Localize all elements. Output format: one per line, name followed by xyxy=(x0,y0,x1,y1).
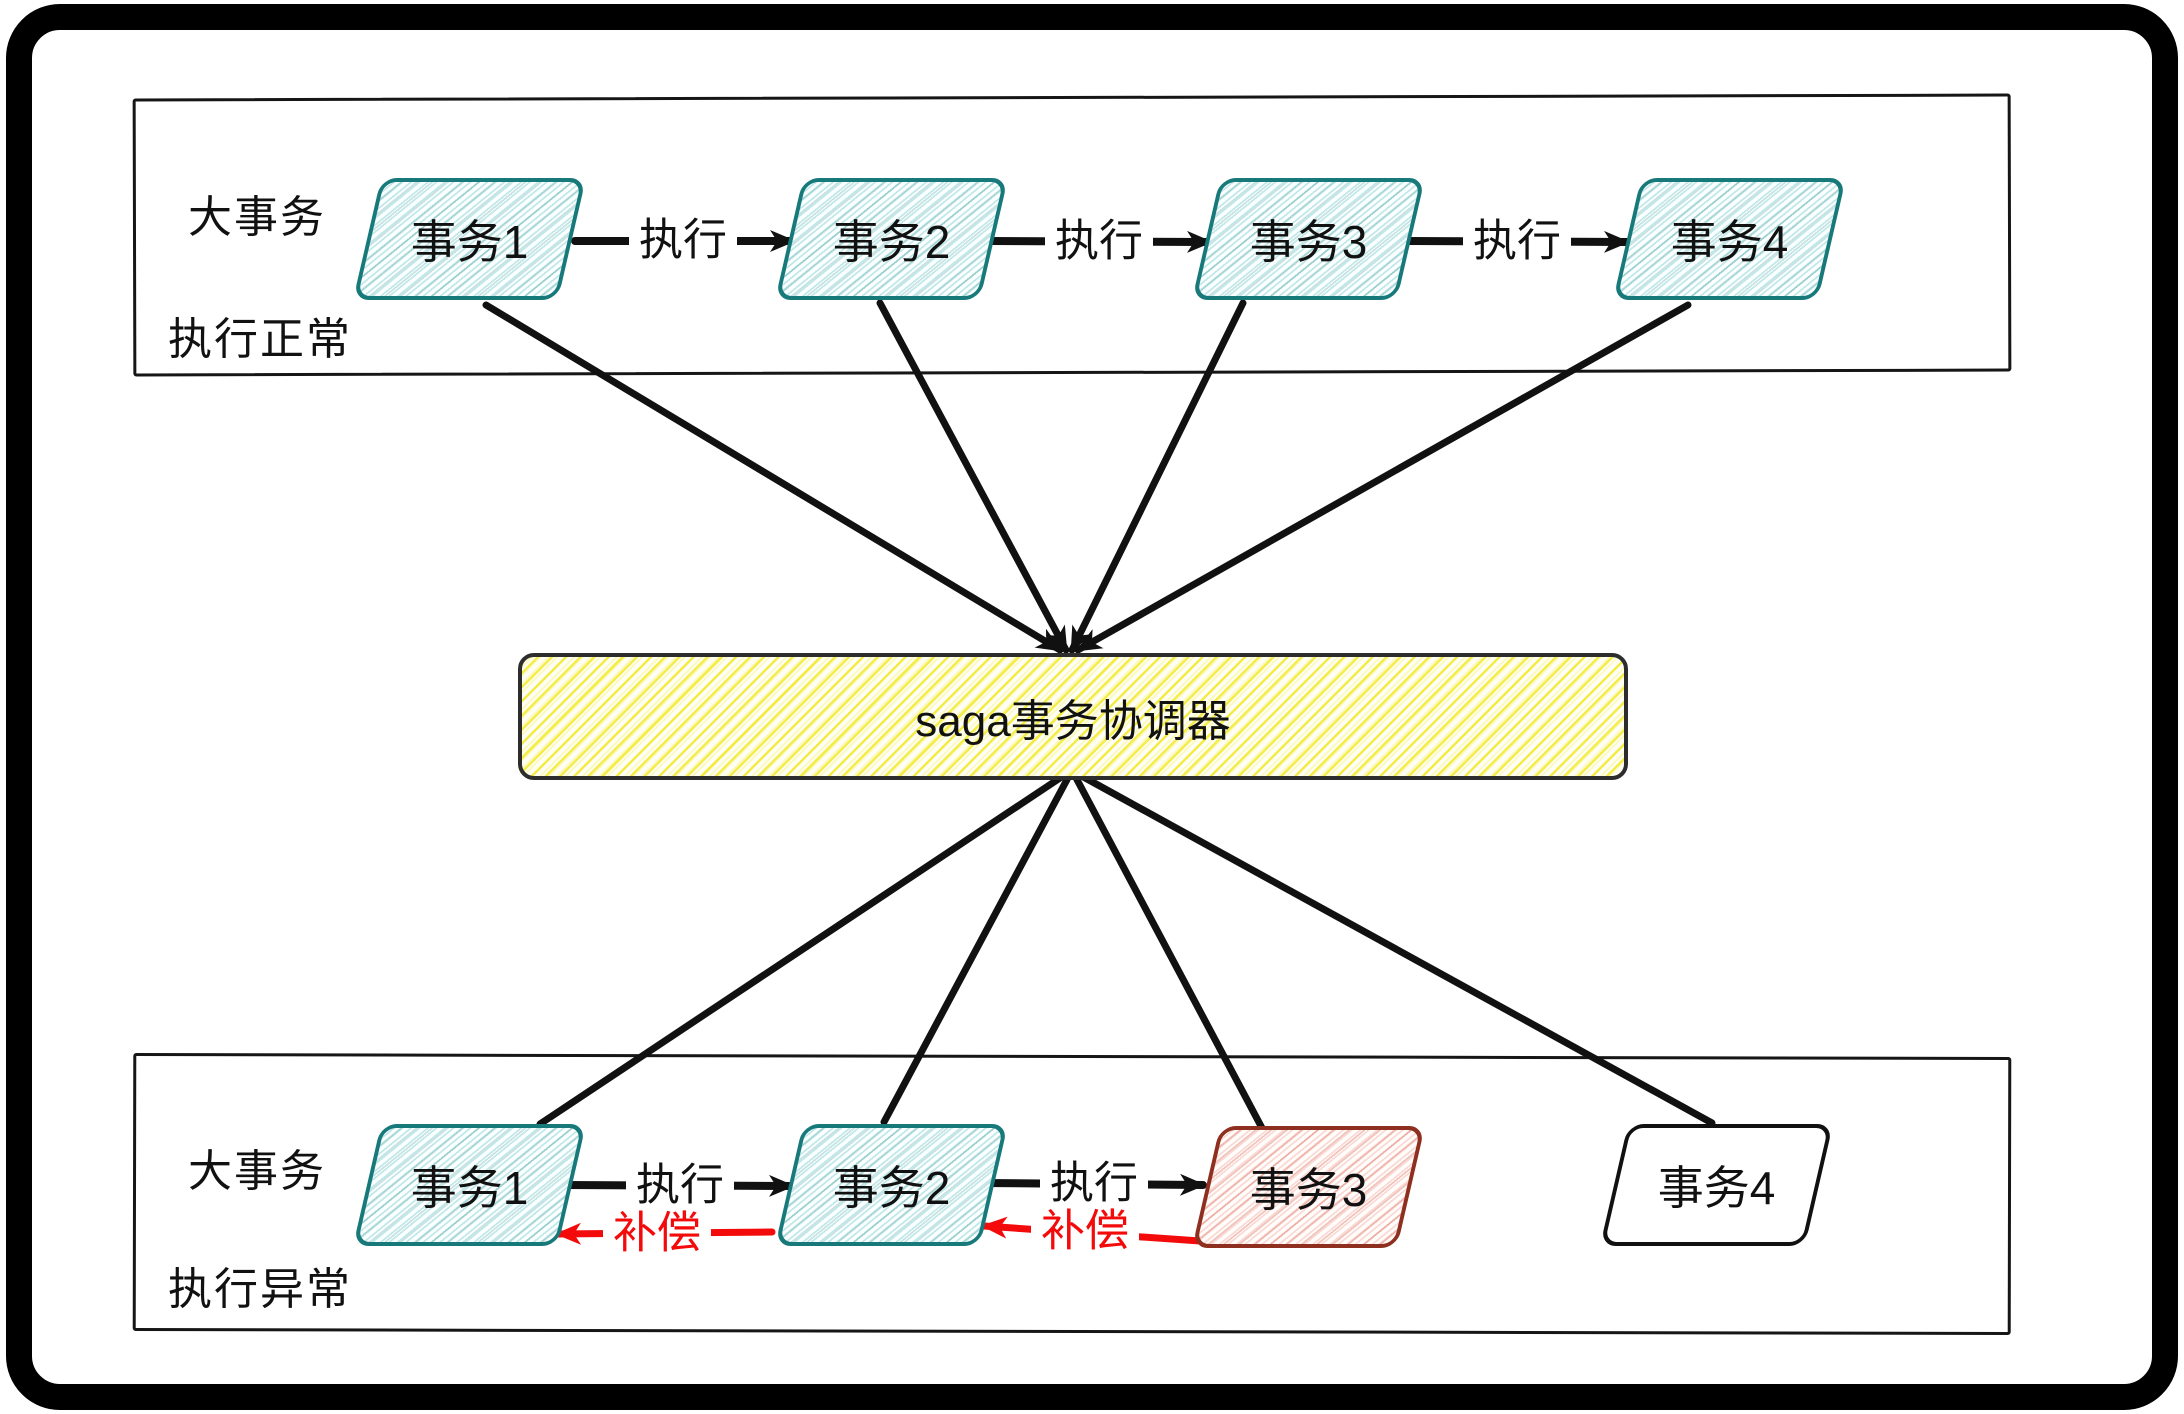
line-coordinator-bottom-tx3 xyxy=(1070,770,1266,1132)
line-top-tx1-coordinator xyxy=(482,301,1064,654)
line-coordinator-bottom-tx2 xyxy=(880,770,1074,1126)
saga-coordinator-label: saga事务协调器 xyxy=(915,696,1231,746)
line-top-tx4-coordinator xyxy=(1074,301,1692,654)
bottom-transaction-2-label: 事务2 xyxy=(832,1162,951,1214)
bottom-transaction-1-label: 事务1 xyxy=(410,1162,529,1214)
bottom-transaction-3-label: 事务3 xyxy=(1249,1164,1368,1216)
bottom-transaction-3-box-failed: 事务3 xyxy=(1191,1126,1426,1248)
compensate-label-2: 补偿 xyxy=(1031,1204,1139,1260)
top-transaction-4-label: 事务4 xyxy=(1670,216,1789,268)
line-coordinator-bottom-tx1 xyxy=(536,770,1070,1128)
top-transaction-1-box: 事务1 xyxy=(352,178,587,300)
top-exec-label-3: 执行 xyxy=(1463,214,1571,270)
top-transaction-1-label: 事务1 xyxy=(410,216,529,268)
top-to-coordinator-lines xyxy=(482,299,1692,654)
top-section-title-line2: 执行正常 xyxy=(168,315,352,364)
top-exec-label-1: 执行 xyxy=(629,213,737,269)
bottom-transaction-4-box-unreached: 事务4 xyxy=(1599,1124,1834,1246)
compensate-label-1: 补偿 xyxy=(603,1206,711,1262)
top-transaction-4-box: 事务4 xyxy=(1612,178,1847,300)
top-transaction-3-label: 事务3 xyxy=(1249,216,1368,268)
bottom-exec-label-1: 执行 xyxy=(626,1158,734,1214)
line-top-tx3-coordinator xyxy=(1068,299,1247,654)
saga-coordinator-box: saga事务协调器 xyxy=(518,653,1628,780)
line-top-tx2-coordinator xyxy=(876,299,1070,654)
bottom-transaction-2-box: 事务2 xyxy=(774,1124,1009,1246)
top-transaction-2-box: 事务2 xyxy=(774,178,1009,300)
coordinator-to-bottom-lines xyxy=(536,770,1716,1132)
top-transaction-2-label: 事务2 xyxy=(832,216,951,268)
top-exec-label-2: 执行 xyxy=(1045,214,1153,270)
top-section-title-line1: 大事务 xyxy=(188,193,326,242)
bottom-exec-label-2: 执行 xyxy=(1040,1156,1148,1212)
bottom-section-title-line2: 执行异常 xyxy=(168,1265,352,1314)
bottom-transaction-1-box: 事务1 xyxy=(352,1124,587,1246)
bottom-section-title-line1: 大事务 xyxy=(188,1147,326,1196)
bottom-transaction-4-label: 事务4 xyxy=(1657,1162,1776,1214)
top-transaction-3-box: 事务3 xyxy=(1191,178,1426,300)
line-coordinator-bottom-tx4 xyxy=(1074,770,1716,1127)
